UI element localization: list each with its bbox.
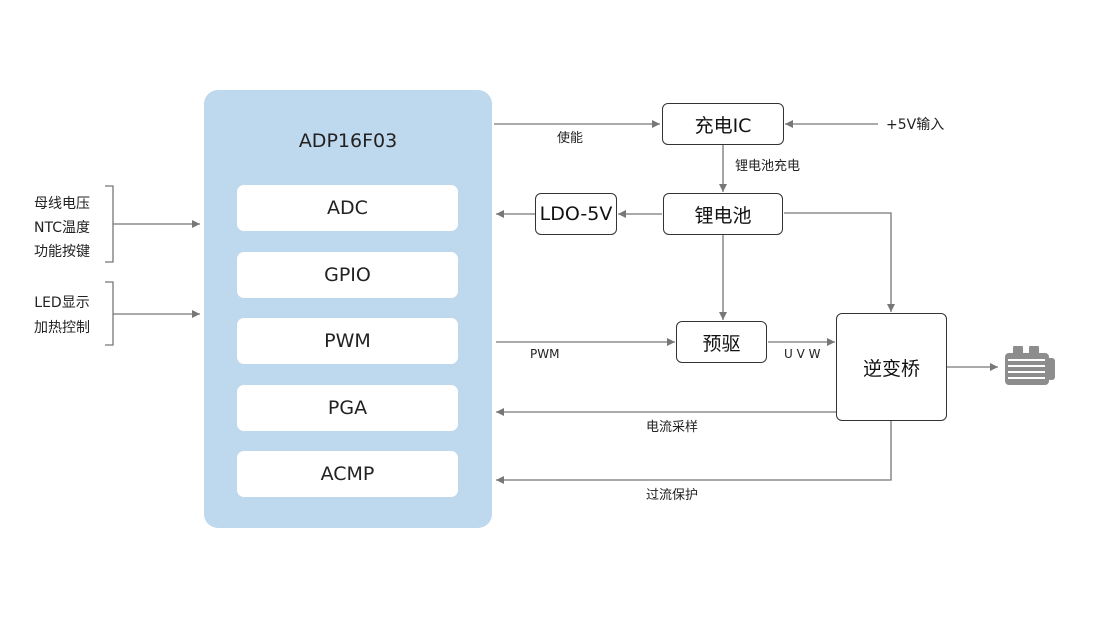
wire-battery-inverter [784, 212, 895, 312]
module-gpio: GPIO [237, 252, 458, 298]
label-current-sampling: 电流采样 [646, 420, 699, 435]
input-heating-control: 加热控制 [34, 320, 90, 336]
charge-ic-box: 充电IC [662, 103, 784, 145]
input-ntc-temp: NTC温度 [34, 220, 90, 236]
label-5v-input: +5V输入 [886, 117, 945, 133]
input-function-key: 功能按键 [34, 244, 90, 260]
wire-overcurrent [496, 421, 892, 484]
label-pwm: PWM [530, 347, 560, 361]
module-pga: PGA [237, 385, 458, 431]
bracket-inputs-2 [105, 281, 114, 346]
mcu-title: ADP16F03 [298, 130, 398, 152]
battery-box: 锂电池 [663, 193, 783, 235]
module-adc: ADC [237, 185, 458, 231]
module-acmp: ACMP [237, 451, 458, 497]
label-enable: 使能 [557, 131, 584, 146]
predriver-box: 预驱 [676, 321, 767, 363]
bracket-inputs-1 [105, 185, 114, 263]
inverter-box: 逆变桥 [836, 313, 947, 421]
label-uvw: U V W [784, 347, 821, 361]
ldo-box: LDO-5V [535, 193, 617, 235]
motor-icon [1005, 346, 1055, 385]
label-battery-charge: 锂电池充电 [735, 159, 801, 174]
label-overcurrent-protection: 过流保护 [646, 488, 699, 503]
input-bus-voltage: 母线电压 [34, 196, 90, 212]
input-led-display: LED显示 [34, 295, 90, 311]
module-pwm: PWM [237, 318, 458, 364]
